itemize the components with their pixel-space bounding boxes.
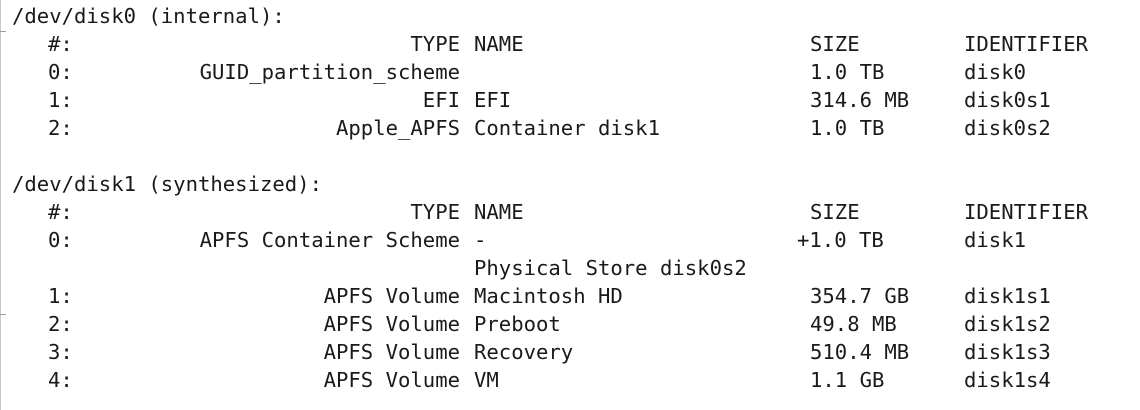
- partition-type: Apple_APFS: [336, 116, 460, 140]
- partition-size: 1.0 TB: [810, 60, 885, 84]
- partition-name: Preboot: [474, 312, 561, 336]
- partition-identifier: disk1: [964, 228, 1026, 252]
- partition-continuation-row: Physical Store disk0s2: [12, 254, 747, 282]
- window-edge-tick: [0, 314, 6, 315]
- window-left-edge: [0, 0, 1, 410]
- partition-size: 1.1 GB: [810, 368, 885, 392]
- physical-store-note: Physical Store disk0s2: [474, 256, 747, 280]
- partition-index: 2:: [48, 312, 73, 336]
- partition-identifier: disk1s2: [964, 312, 1051, 336]
- column-header-row: #: TYPE NAME SIZE IDENTIFIER: [12, 198, 1088, 226]
- partition-type: APFS Container Scheme: [199, 228, 460, 252]
- column-index-header: #:: [48, 200, 73, 224]
- partition-identifier: disk0: [964, 60, 1026, 84]
- column-identifier-header: IDENTIFIER: [964, 32, 1088, 56]
- partition-name: EFI: [474, 88, 512, 112]
- partition-size: 1.0 TB: [810, 116, 885, 140]
- partition-row: 2: Apple_APFS Container disk1 1.0 TB dis…: [12, 114, 1051, 142]
- partition-index: 2:: [48, 116, 73, 140]
- column-index-header: #:: [48, 32, 73, 56]
- partition-identifier: disk0s1: [964, 88, 1051, 112]
- column-name-header: NAME: [474, 32, 524, 56]
- column-name-header: NAME: [474, 200, 524, 224]
- disk-header: /dev/disk1 (synthesized):: [12, 172, 322, 196]
- partition-identifier: disk1s1: [964, 284, 1051, 308]
- partition-index: 4:: [48, 368, 73, 392]
- partition-index: 0:: [48, 60, 73, 84]
- partition-size: 49.8 MB: [810, 312, 897, 336]
- partition-index: 3:: [48, 340, 73, 364]
- partition-row: 3: APFS Volume Recovery 510.4 MB disk1s3: [12, 338, 1051, 366]
- window-edge-tick: [0, 31, 6, 32]
- column-type-header: TYPE: [410, 200, 460, 224]
- partition-row: 0: APFS Container Scheme - +1.0 TB disk1: [12, 226, 1026, 254]
- partition-index: 1:: [48, 88, 73, 112]
- partition-name: Macintosh HD: [474, 284, 623, 308]
- partition-row: 1: EFI EFI 314.6 MB disk0s1: [12, 86, 1051, 114]
- partition-type: EFI: [422, 88, 460, 112]
- partition-row: 4: APFS Volume VM 1.1 GB disk1s4: [12, 366, 1051, 394]
- column-size-header: SIZE: [810, 32, 860, 56]
- partition-name: Recovery: [474, 340, 574, 364]
- disk-header: /dev/disk0 (internal):: [12, 4, 285, 28]
- partition-identifier: disk1s3: [964, 340, 1051, 364]
- column-identifier-header: IDENTIFIER: [964, 200, 1088, 224]
- partition-name: Container disk1: [474, 116, 660, 140]
- partition-row: 1: APFS Volume Macintosh HD 354.7 GB dis…: [12, 282, 1051, 310]
- partition-type: GUID_partition_scheme: [199, 60, 460, 84]
- partition-name: -: [474, 228, 487, 252]
- partition-type: APFS Volume: [323, 312, 460, 336]
- column-size-header: SIZE: [810, 200, 860, 224]
- partition-size: 510.4 MB: [810, 340, 910, 364]
- partition-index: 0:: [48, 228, 73, 252]
- partition-size: 314.6 MB: [810, 88, 910, 112]
- blank-line: [12, 142, 322, 170]
- partition-name: VM: [474, 368, 499, 392]
- partition-size: +1.0 TB: [797, 228, 884, 252]
- partition-index: 1:: [48, 284, 73, 308]
- partition-size: 354.7 GB: [810, 284, 910, 308]
- partition-identifier: disk0s2: [964, 116, 1051, 140]
- partition-type: APFS Volume: [323, 368, 460, 392]
- terminal-output[interactable]: /dev/disk0 (internal): #: TYPE NAME SIZE…: [12, 2, 1088, 394]
- column-type-header: TYPE: [410, 32, 460, 56]
- partition-type: APFS Volume: [323, 340, 460, 364]
- partition-type: APFS Volume: [323, 284, 460, 308]
- column-header-row: #: TYPE NAME SIZE IDENTIFIER: [12, 30, 1088, 58]
- partition-identifier: disk1s4: [964, 368, 1051, 392]
- partition-row: 2: APFS Volume Preboot 49.8 MB disk1s2: [12, 310, 1051, 338]
- partition-row: 0: GUID_partition_scheme 1.0 TB disk0: [12, 58, 1026, 86]
